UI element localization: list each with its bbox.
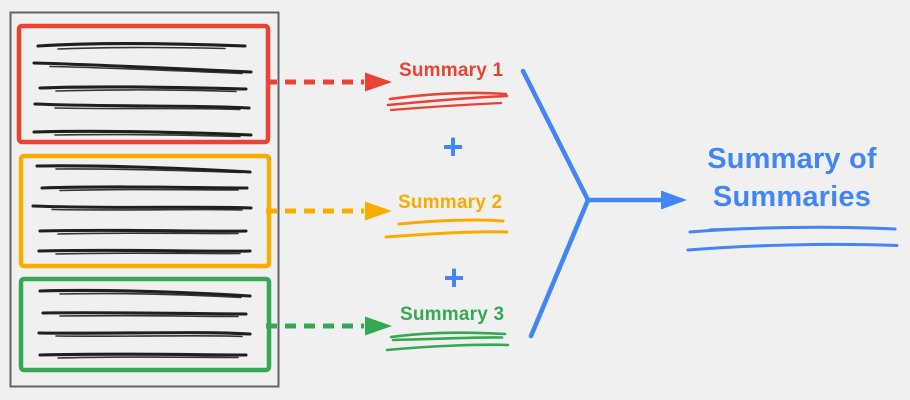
result-underline xyxy=(686,225,899,252)
section-text-scribbles-orange xyxy=(31,164,253,255)
dashed-arrow-green xyxy=(266,316,392,336)
summary-underline-green xyxy=(385,331,510,352)
section-text-scribbles-green xyxy=(37,288,252,359)
merge-lines xyxy=(520,68,591,339)
result-title: Summary of Summaries xyxy=(707,143,877,213)
plus-separator-1: + xyxy=(442,126,464,167)
summary-3-label: Summary 3 xyxy=(400,304,505,325)
summary-2-label: Summary 2 xyxy=(398,192,503,213)
merge-arrow xyxy=(585,190,687,210)
dashed-arrow-orange xyxy=(266,201,392,221)
summary-1-label: Summary 1 xyxy=(399,60,504,81)
source-document-frame xyxy=(9,11,280,388)
dashed-arrow-red xyxy=(266,72,392,92)
summary-underline-red xyxy=(386,91,509,112)
summary-underline-orange xyxy=(384,218,509,239)
section-text-scribbles-red xyxy=(32,42,253,138)
plus-separator-2: + xyxy=(443,257,465,298)
